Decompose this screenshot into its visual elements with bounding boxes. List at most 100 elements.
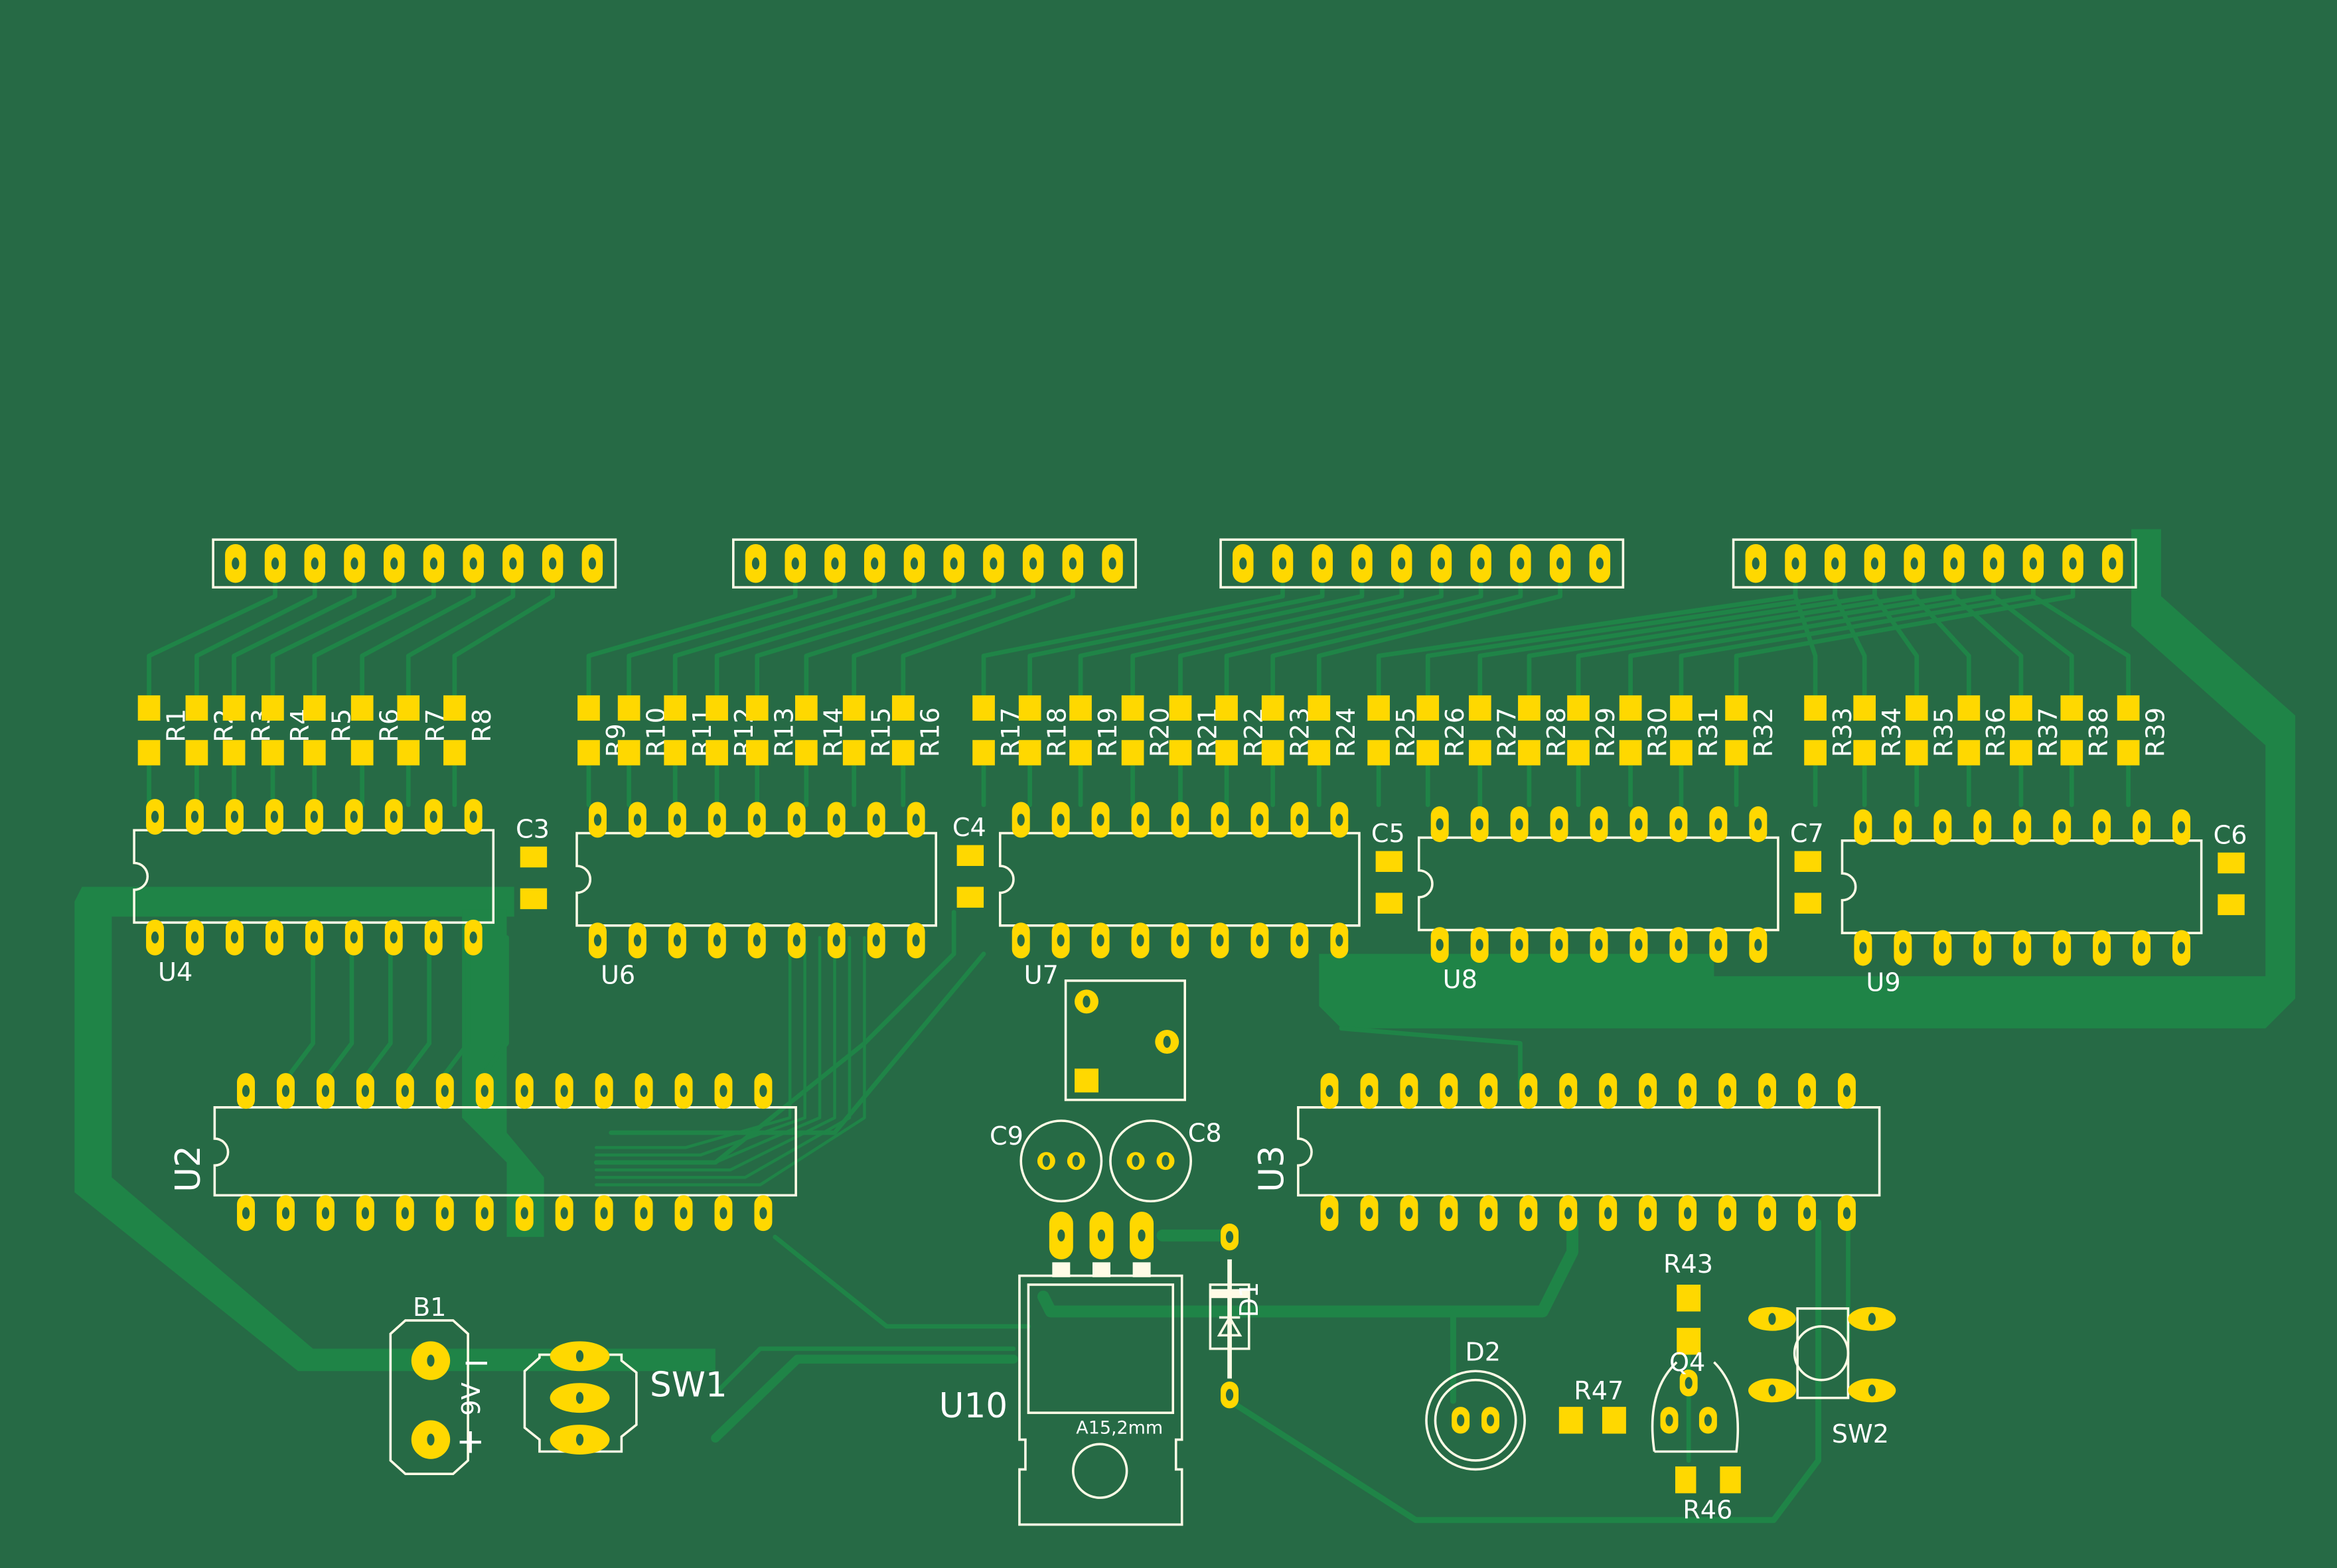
drill-hole <box>575 1391 584 1404</box>
drill-hole <box>1768 1313 1776 1325</box>
copper-trace <box>1037 1216 1579 1318</box>
drill-hole <box>680 1085 688 1098</box>
smd-pad <box>1169 695 1192 721</box>
smd-pad <box>1018 695 1041 721</box>
drill-hole <box>2109 557 2117 570</box>
smd-pad <box>1375 892 1403 914</box>
smd-pad <box>1905 695 1928 721</box>
smd-pad <box>1069 740 1092 766</box>
c8-label: C8 <box>1188 1119 1222 1148</box>
copper-trace <box>1628 561 1996 697</box>
drill-hole <box>2098 821 2106 833</box>
switch-outline <box>1796 1307 1850 1399</box>
copper-pour <box>1319 529 2296 1029</box>
copper-trace <box>288 935 315 1076</box>
drill-hole <box>242 1207 250 1220</box>
drill-hole <box>1555 939 1563 951</box>
drill-hole <box>560 1207 568 1220</box>
pin-header-outline <box>212 538 617 589</box>
ic-label: U9 <box>1866 969 1900 998</box>
regulator-tab <box>1027 1283 1175 1414</box>
smd-pad <box>1725 695 1748 721</box>
smd-pad <box>745 695 769 721</box>
regulator-lead <box>1052 1262 1071 1277</box>
drill-hole <box>1868 1313 1876 1325</box>
resistor-label: R28 <box>1543 707 1572 757</box>
sw2-label: SW2 <box>1832 1420 1889 1449</box>
drill-hole <box>1176 814 1184 826</box>
drill-hole <box>1029 557 1037 570</box>
resistor-label: R19 <box>1094 707 1123 757</box>
ic-outline <box>998 831 1361 927</box>
ic-label: U6 <box>601 961 635 990</box>
ic-outline <box>1841 839 2203 934</box>
drill-hole <box>1768 1384 1776 1397</box>
d2-label: D2 <box>1465 1338 1501 1368</box>
drill-hole <box>1763 1085 1772 1098</box>
drill-hole <box>1138 1229 1146 1242</box>
drill-hole <box>1278 557 1287 570</box>
smd-pad <box>706 740 728 766</box>
drill-hole <box>1017 814 1025 826</box>
copper-trace <box>594 936 792 1149</box>
drill-hole <box>1335 934 1343 947</box>
resistor-label: R29 <box>1592 707 1621 757</box>
drill-hole <box>1899 821 1907 833</box>
regulator-lead <box>1132 1262 1151 1277</box>
ic-label: U8 <box>1443 965 1477 995</box>
copper-trace <box>852 561 1035 697</box>
smd-pad <box>1468 740 1491 766</box>
copper-trace <box>609 952 986 1135</box>
drill-hole <box>1979 821 1987 833</box>
capacitor-label: C5 <box>1371 820 1405 849</box>
b1-value: 9V <box>457 1382 487 1415</box>
resistor-label: R8 <box>468 709 497 743</box>
drill-hole <box>1754 939 1762 951</box>
smd-pad <box>1957 740 1981 766</box>
drill-hole <box>1358 557 1366 570</box>
drill-hole <box>1405 1085 1413 1098</box>
smd-pad <box>137 740 161 766</box>
ic-label: U3 <box>1252 1145 1292 1192</box>
resistor-label: R32 <box>1750 707 1779 757</box>
mounting-hole <box>1071 1443 1128 1499</box>
drill-hole <box>575 1350 584 1362</box>
resistor-label: R37 <box>2034 707 2064 757</box>
smd-pad <box>577 695 600 721</box>
copper-trace <box>404 935 432 1076</box>
capacitor-outline <box>1109 1119 1192 1203</box>
smd-pad <box>842 695 866 721</box>
r46-label: R46 <box>1683 1496 1732 1526</box>
r47-label: R47 <box>1574 1377 1623 1406</box>
smd-pad <box>185 740 208 766</box>
smd-pad <box>664 695 687 721</box>
drill-hole <box>1684 1207 1692 1220</box>
capacitor-label: C7 <box>1790 820 1824 849</box>
drill-hole <box>1675 818 1683 831</box>
drill-hole <box>871 557 879 570</box>
smd-pad <box>891 740 915 766</box>
drill-hole <box>910 557 919 570</box>
smd-pad <box>1018 740 1041 766</box>
smd-pad <box>397 740 420 766</box>
drill-hole <box>1436 818 1444 831</box>
drill-hole <box>549 557 557 570</box>
drill-hole <box>1477 557 1485 570</box>
drill-hole <box>1176 934 1184 947</box>
smd-pad <box>1308 695 1331 721</box>
resistor-label: R27 <box>1493 707 1523 757</box>
smd-pad <box>956 887 984 908</box>
drill-hole <box>429 810 437 823</box>
smd-pad <box>891 695 915 721</box>
b1-label: B1 <box>413 1293 446 1322</box>
drill-hole <box>350 810 358 823</box>
drill-hole <box>350 557 358 570</box>
drill-hole <box>1225 1231 1234 1244</box>
ic-label: U4 <box>158 958 192 987</box>
transistor-outline <box>1651 1361 1740 1453</box>
drill-hole <box>469 931 477 944</box>
copper-trace <box>1951 561 2024 697</box>
resistor-label: R34 <box>1878 707 1907 757</box>
smd-pad <box>443 695 466 721</box>
smd-pad <box>842 740 866 766</box>
